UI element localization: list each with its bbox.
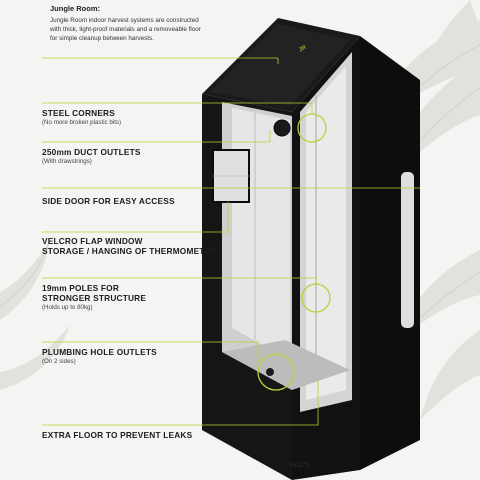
feature-title: STEEL CORNERS (42, 108, 115, 118)
feature-title: SIDE DOOR FOR EASY ACCESS (42, 196, 175, 206)
feature-velcro-window: VELCRO FLAP WINDOW STORAGE / HANGING OF … (42, 236, 217, 256)
feature-plumbing-outlets: PLUMBING HOLE OUTLETS (On 2 sides) (42, 347, 157, 366)
callout-line-poles (42, 277, 317, 284)
feature-title: 19mm POLES FOR (42, 283, 120, 293)
feature-title-line-2: STORAGE / HANGING OF THERMOMETER (42, 246, 217, 256)
feature-subtitle: (Holds up to 80kg) (42, 304, 93, 311)
callout-line-floor (42, 380, 319, 426)
intro-line: with thick, light-proof materials and a … (50, 26, 201, 33)
feature-subtitle: (On 2 sides) (42, 358, 76, 365)
feature-extra-floor: EXTRA FLOOR TO PREVENT LEAKS (42, 430, 192, 440)
duct-outlet (273, 119, 291, 137)
feature-duct-outlets: 250mm DUCT OUTLETS (With drawstrings) (42, 147, 141, 166)
feature-side-door: SIDE DOOR FOR EASY ACCESS (42, 196, 175, 206)
plumbing-highlight (257, 353, 295, 391)
feature-title: 250mm DUCT OUTLETS (42, 147, 141, 157)
tent-floor (222, 340, 350, 390)
callout-line-plumbing (42, 341, 259, 362)
product-code: G0173 (290, 462, 310, 469)
feature-title: EXTRA FLOOR TO PREVENT LEAKS (42, 430, 193, 440)
feature-title-line-2: STRONGER STRUCTURE (42, 293, 147, 303)
intro-line: for simple cleanup between harvests. (50, 35, 154, 42)
callout-line-velcro (42, 202, 229, 233)
feature-title: PLUMBING HOLE OUTLETS (42, 347, 157, 357)
feature-steel-corners: STEEL CORNERS (No more broken plastic bi… (42, 108, 121, 127)
feature-subtitle: (With drawstrings) (42, 158, 92, 165)
intro-description: Jungle Room indoor harvest systems are c… (50, 16, 270, 43)
feature-subtitle: (No more broken plastic bits) (42, 119, 122, 126)
feature-poles: 19mm POLES FOR STRONGER STRUCTURE (Holds… (42, 283, 146, 312)
intro-line: Jungle Room indoor harvest systems are c… (50, 17, 199, 24)
brand-logo: JR (298, 44, 308, 53)
callout-line-steel-corners (42, 102, 313, 114)
feature-title: VELCRO FLAP WINDOW (42, 236, 143, 246)
callout-line-duct (42, 130, 271, 143)
plumbing-outlet (266, 368, 274, 376)
intro-title: Jungle Room: (50, 4, 100, 13)
